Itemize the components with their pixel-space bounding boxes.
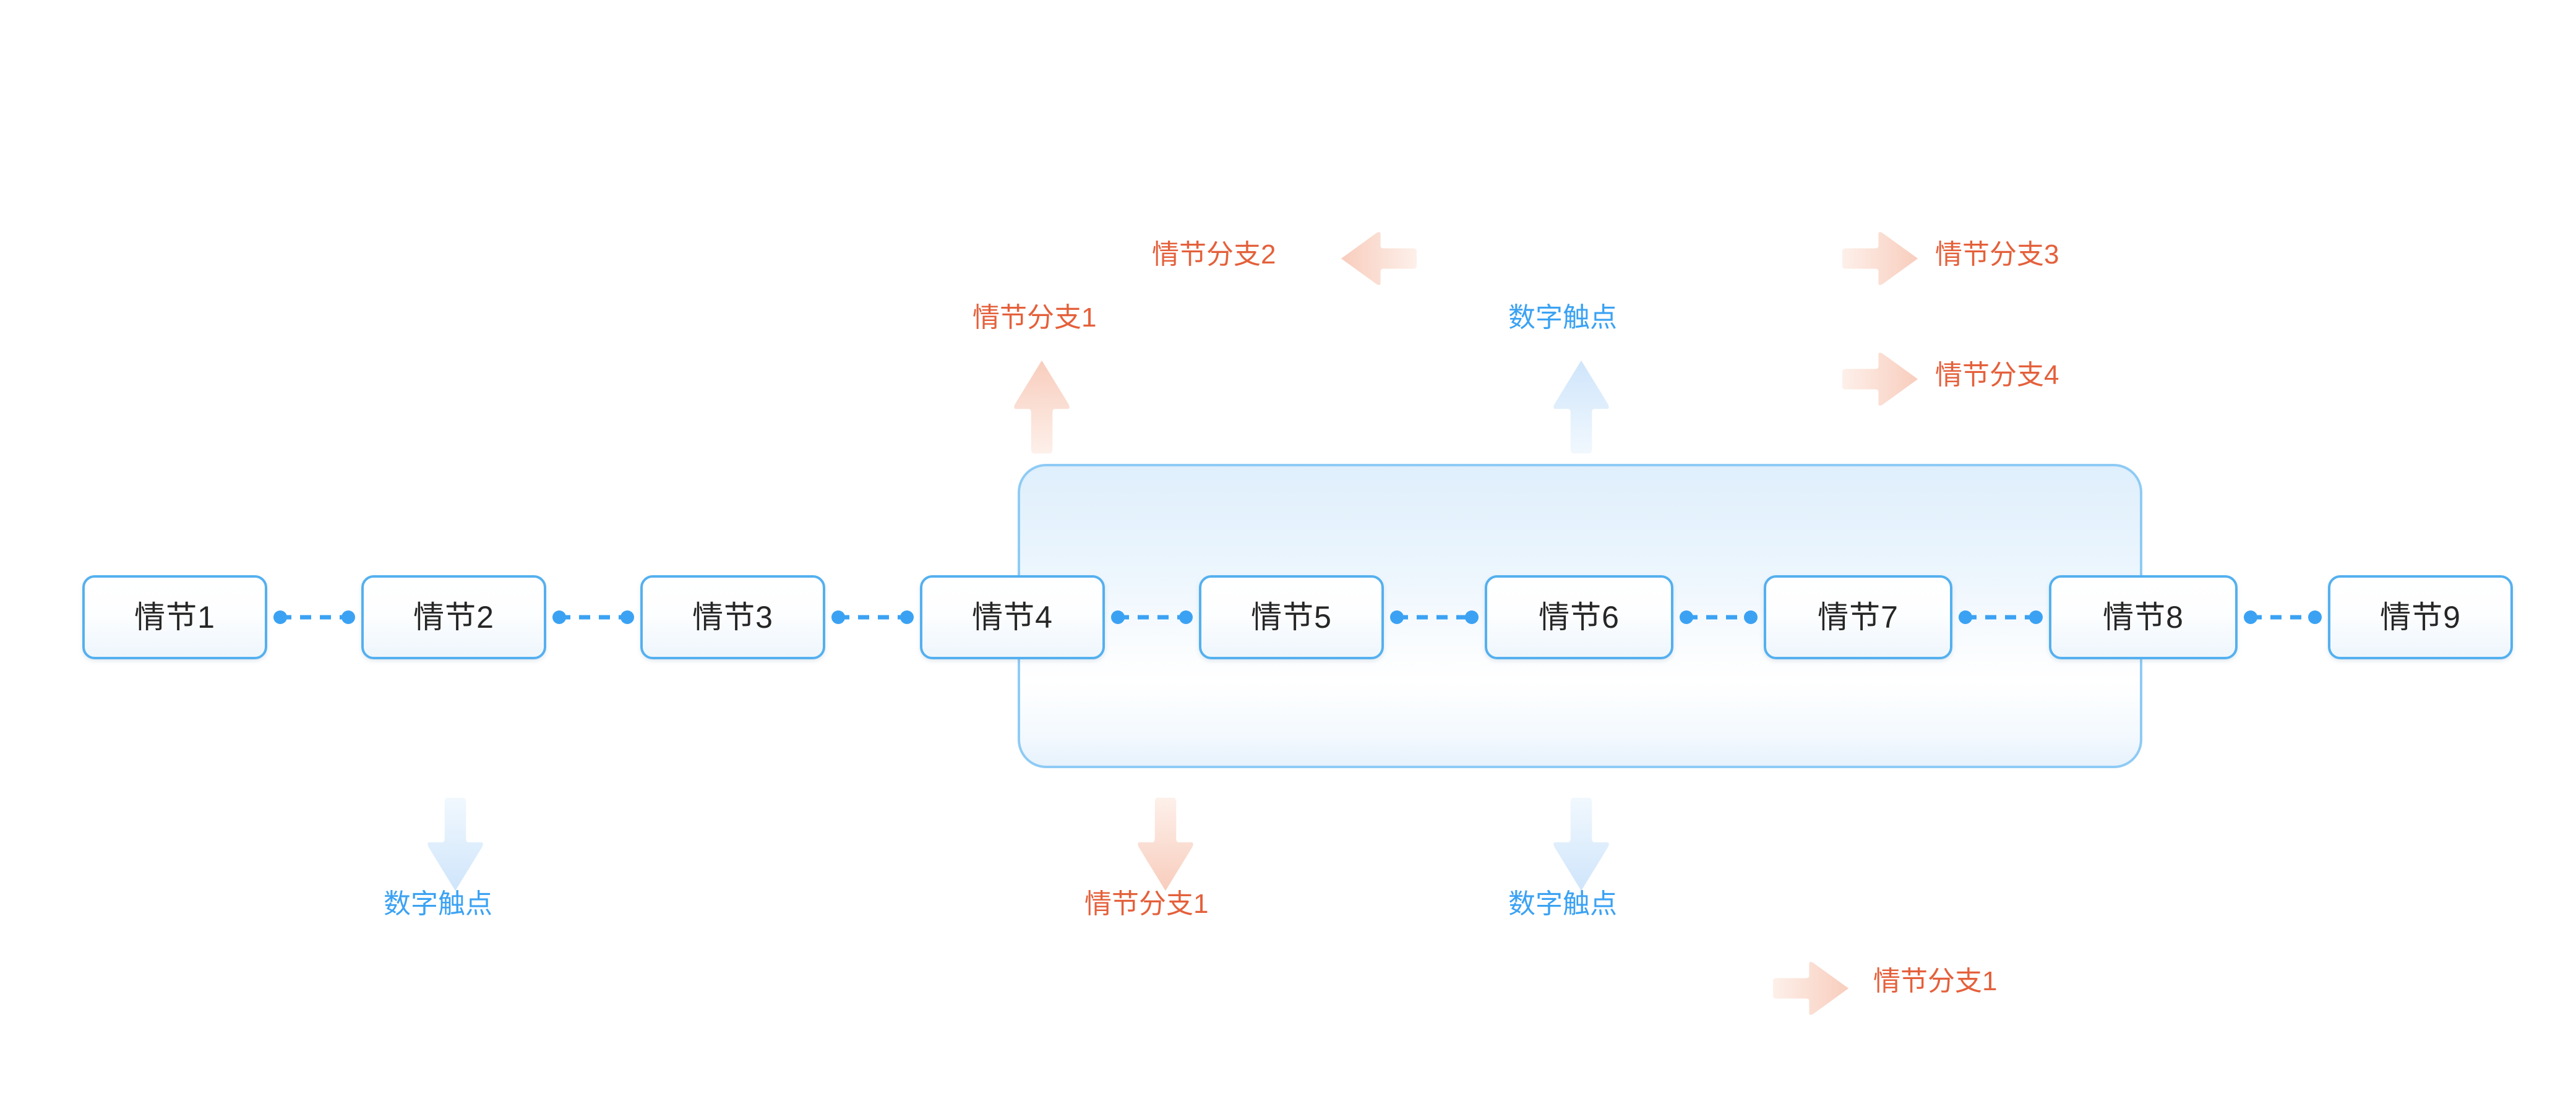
plot-node-1[interactable]: 情节1 — [82, 575, 267, 659]
branch-annotation-label-5[interactable]: 情节分支4 — [1935, 360, 2059, 390]
arrow-down-icon — [1138, 797, 1193, 891]
branch-annotation-label-9[interactable]: 情节分支1 — [1873, 966, 1998, 996]
plot-node-7[interactable]: 情节7 — [1764, 575, 1952, 659]
connector-n2-to-n3[interactable] — [552, 608, 634, 627]
touchpoint-annotation-label-3[interactable]: 数字触点 — [1508, 302, 1617, 333]
connector-start-dot — [1390, 610, 1404, 624]
connector-end-dot — [620, 610, 634, 624]
plot-node-label: 情节6 — [1539, 600, 1620, 635]
plot-node-label: 情节4 — [972, 600, 1053, 635]
plot-node-label: 情节3 — [692, 600, 773, 635]
connector-end-dot — [2308, 610, 2322, 624]
arrow-left-icon — [1341, 232, 1417, 285]
connector-end-dot — [1179, 610, 1193, 624]
arrow-right-icon — [1772, 962, 1849, 1015]
branch-annotation-label-7[interactable]: 情节分支1 — [1084, 889, 1209, 919]
connector-n4-to-n5[interactable] — [1111, 608, 1193, 627]
plot-node-label: 情节5 — [1251, 600, 1332, 635]
connector-end-dot — [1465, 610, 1479, 624]
arrow-up-icon — [1553, 360, 1609, 454]
plot-node-label: 情节8 — [2103, 600, 2184, 635]
connector-start-dot — [831, 610, 845, 624]
connector-start-dot — [1111, 610, 1125, 624]
arrow-down-icon — [427, 797, 483, 891]
connector-n7-to-n8[interactable] — [1959, 608, 2043, 627]
arrow-down-icon — [1553, 797, 1609, 891]
plot-node-label: 情节9 — [2380, 600, 2461, 635]
branch-annotation-label-4[interactable]: 情节分支3 — [1935, 239, 2059, 270]
branch-annotation-label-2[interactable]: 情节分支2 — [1152, 239, 1276, 270]
plot-node-3[interactable]: 情节3 — [640, 575, 825, 659]
connector-start-dot — [1959, 610, 1972, 624]
plot-node-8[interactable]: 情节8 — [2049, 575, 2238, 659]
touchpoint-annotation-label-6[interactable]: 数字触点 — [384, 889, 492, 919]
connector-n8-to-n9[interactable] — [2244, 608, 2322, 627]
connector-end-dot — [900, 610, 914, 624]
connector-end-dot — [2029, 610, 2043, 624]
plot-node-9[interactable]: 情节9 — [2328, 575, 2513, 659]
plot-node-2[interactable]: 情节2 — [361, 575, 546, 659]
connector-start-dot — [1680, 610, 1693, 624]
arrow-right-icon — [1842, 353, 1918, 406]
connector-n1-to-n2[interactable] — [273, 608, 355, 627]
connector-start-dot — [2244, 610, 2257, 624]
plot-node-6[interactable]: 情节6 — [1485, 575, 1673, 659]
touchpoint-annotation-label-8[interactable]: 数字触点 — [1508, 889, 1617, 919]
connector-end-dot — [341, 610, 355, 624]
connector-n6-to-n7[interactable] — [1680, 608, 1758, 627]
plot-node-5[interactable]: 情节5 — [1199, 575, 1384, 659]
branch-annotation-label-1[interactable]: 情节分支1 — [972, 302, 1097, 333]
plot-node-label: 情节2 — [413, 600, 494, 635]
connector-start-dot — [552, 610, 566, 624]
connector-start-dot — [273, 610, 287, 624]
arrow-right-icon — [1842, 232, 1918, 285]
connector-n3-to-n4[interactable] — [831, 608, 914, 627]
plot-node-label: 情节7 — [1818, 600, 1899, 635]
connector-end-dot — [1744, 610, 1758, 624]
connector-n5-to-n6[interactable] — [1390, 608, 1479, 627]
arrow-up-icon — [1014, 360, 1070, 454]
plot-node-4[interactable]: 情节4 — [920, 575, 1105, 659]
plot-node-label: 情节1 — [134, 600, 215, 635]
